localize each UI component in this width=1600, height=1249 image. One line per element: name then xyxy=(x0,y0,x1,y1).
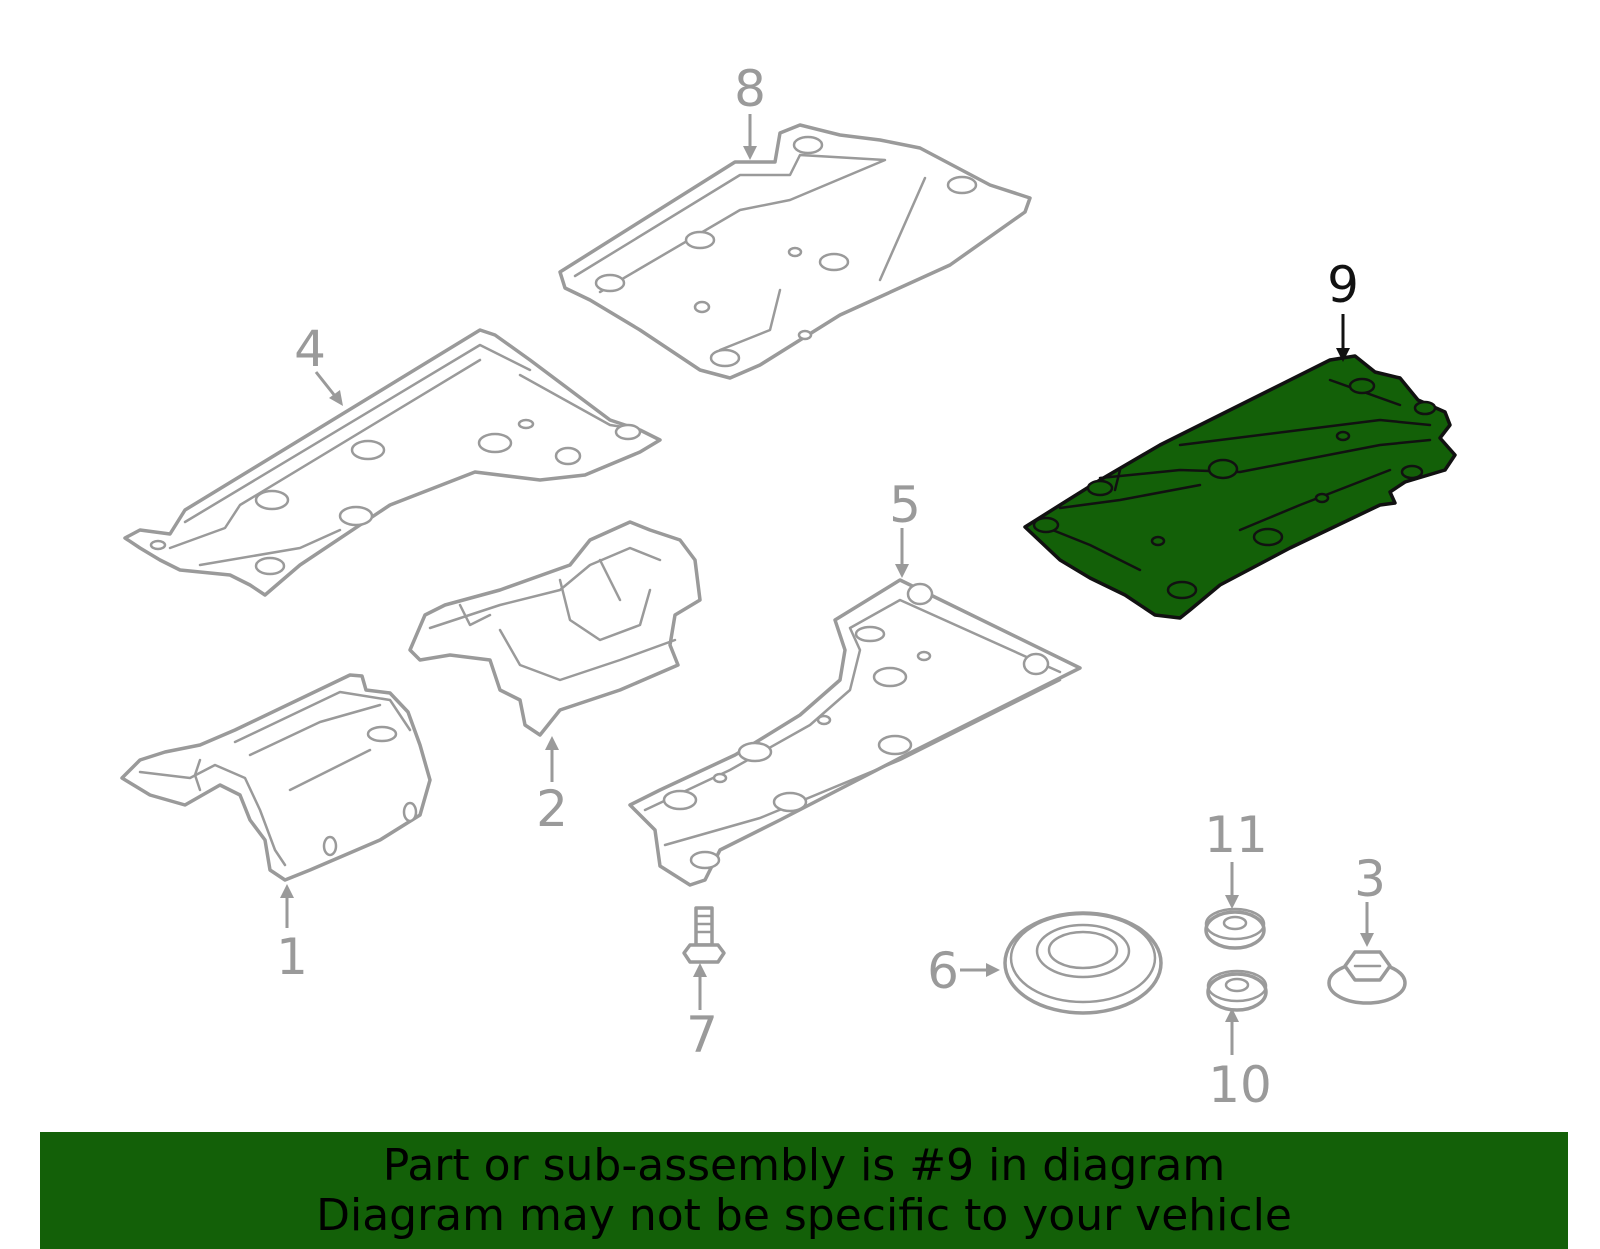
callout-7[interactable]: 7 xyxy=(686,1006,718,1064)
parts-diagram: 8 4 5 9 2 1 7 6 11 10 3 xyxy=(120,60,1457,1114)
part-10-washer[interactable] xyxy=(1206,969,1268,1012)
callout-3[interactable]: 3 xyxy=(1354,850,1386,908)
callout-10[interactable]: 10 xyxy=(1208,1056,1272,1114)
part-1-heat-shield[interactable] xyxy=(120,673,432,882)
callout-11[interactable]: 11 xyxy=(1204,806,1268,864)
info-banner: Part or sub-assembly is #9 in diagram Di… xyxy=(40,1132,1568,1249)
callout-4[interactable]: 4 xyxy=(294,320,326,378)
callout-5[interactable]: 5 xyxy=(889,476,921,534)
part-6-grommet[interactable] xyxy=(1003,911,1163,1015)
part-3-flange-nut[interactable] xyxy=(1327,950,1407,1005)
part-11-washer[interactable] xyxy=(1204,907,1266,950)
leader-lines xyxy=(280,114,1374,1055)
part-9-shield-highlighted[interactable] xyxy=(1023,354,1457,620)
banner-line-part: Part or sub-assembly is #9 in diagram xyxy=(382,1140,1226,1191)
part-8-shield[interactable] xyxy=(558,123,1032,380)
part-7-bolt[interactable] xyxy=(682,906,726,964)
part-2-heat-shield[interactable] xyxy=(408,520,702,737)
callout-6[interactable]: 6 xyxy=(927,942,959,1000)
part-4-shield[interactable] xyxy=(123,328,662,597)
callout-8[interactable]: 8 xyxy=(734,60,766,118)
banner-line-disclaimer: Diagram may not be specific to your vehi… xyxy=(316,1190,1292,1241)
callout-2[interactable]: 2 xyxy=(536,780,568,838)
part-5-shield[interactable] xyxy=(628,578,1082,887)
callout-1[interactable]: 1 xyxy=(276,928,308,986)
callout-9[interactable]: 9 xyxy=(1327,256,1359,314)
